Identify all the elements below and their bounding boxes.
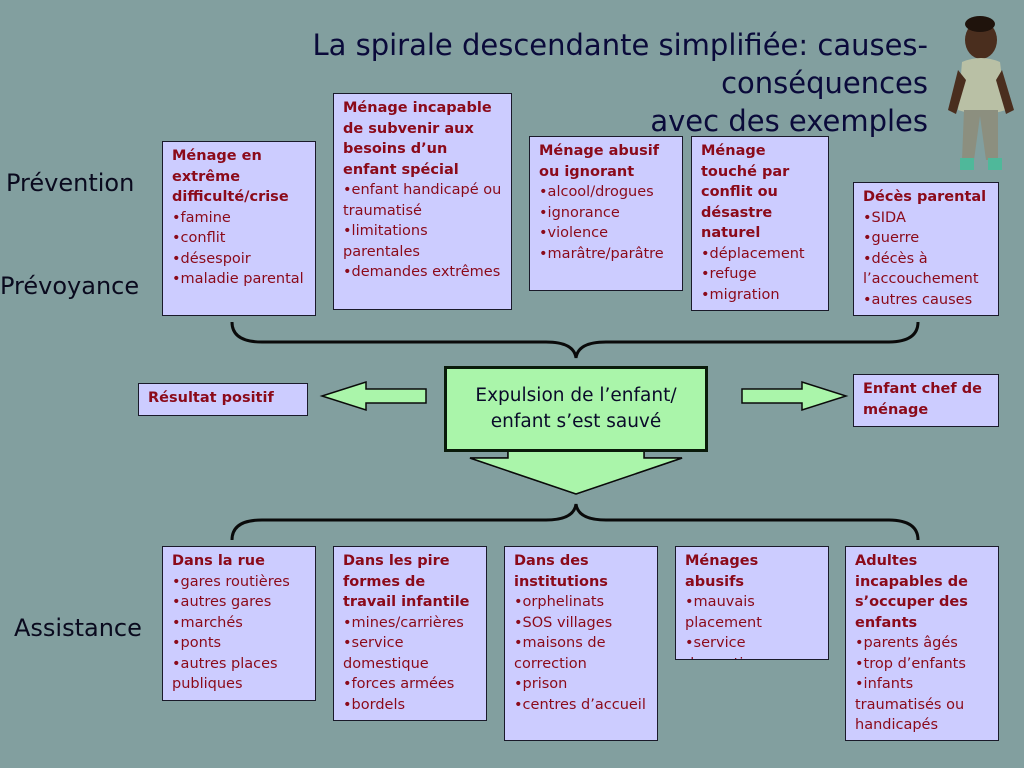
down-arrow-shape <box>469 449 683 495</box>
cause-item: •alcool/drogues <box>539 184 654 200</box>
cause-heading: Décès parental <box>863 189 987 205</box>
cause-item: •désespoir <box>172 250 251 267</box>
outcome-item: •maisons de correction <box>514 635 606 672</box>
result-child-head-box: Enfant chef de ménage <box>853 374 999 427</box>
outcome-item: •marchés <box>172 614 243 631</box>
outcome-item: •SOS villages <box>514 614 613 631</box>
outcome-item: •service domestique <box>685 635 771 659</box>
outcome-item: •mauvais placement <box>685 594 762 631</box>
result-positive-box: Résultat positif <box>138 383 308 416</box>
cause-item: •demandes extrêmes <box>343 264 501 280</box>
outcome-item: •autres gares <box>172 594 272 610</box>
cause-item: •violence <box>539 225 609 241</box>
outcome-box-institutions: Dans des institutions •orphelinats •SOS … <box>504 546 658 741</box>
cause-item: •conflit <box>172 230 226 246</box>
outcome-box-child-labour: Dans les pire formes de travail infantil… <box>333 546 487 721</box>
outcome-heading: Dans la rue <box>172 553 265 569</box>
child-photo <box>948 16 1014 170</box>
outcome-heading: Dans des institutions <box>514 553 608 590</box>
outcome-item: •service domestique <box>343 635 429 672</box>
outcome-box-street: Dans la rue •gares routières •autres gar… <box>162 546 316 701</box>
outcome-heading: Dans les pire formes de travail infantil… <box>343 553 470 610</box>
cause-item: •marâtre/parâtre <box>539 245 664 262</box>
cause-heading: Ménage en extrême difficulté/crise <box>172 148 289 205</box>
label-prevoyance: Prévoyance <box>0 272 140 300</box>
title-line-1: La spirale descendante simplifiée: cause… <box>312 28 928 100</box>
cause-item: •migration <box>701 286 780 303</box>
bottom-brace <box>230 503 920 541</box>
outcome-item: •forces armées <box>343 676 455 692</box>
left-arrow <box>319 380 427 412</box>
outcome-item: •bordels <box>343 696 406 713</box>
result-positive-label: Résultat positif <box>148 390 274 406</box>
cause-item: •limitations parentales <box>343 223 428 260</box>
outcome-item: •centres d’accueil <box>514 696 646 713</box>
cause-item: •SIDA <box>863 209 906 226</box>
center-expulsion-box: Expulsion de l’enfant/ enfant s’est sauv… <box>444 366 708 452</box>
cause-item: •déplacement <box>701 245 805 262</box>
cause-box-parental-death: Décès parental •SIDA •guerre •décès à l’… <box>853 182 999 316</box>
cause-heading: Ménage touché par conflit ou désastre na… <box>701 143 790 241</box>
title-line-2: avec des exemples <box>650 104 928 138</box>
cause-box-conflict: Ménage touché par conflit ou désastre na… <box>691 136 829 311</box>
cause-item: •guerre <box>863 230 920 246</box>
outcome-box-unable-adults: Adultes incapables de s’occuper des enfa… <box>845 546 999 741</box>
outcome-item: •autres places publiques <box>172 655 278 693</box>
result-child-head-label: Enfant chef de ménage <box>863 381 982 418</box>
outcome-heading: Ménages abusifs <box>685 553 759 590</box>
slide-title: La spirale descendante simplifiée: cause… <box>108 26 928 140</box>
cause-box-crisis: Ménage en extrême difficulté/crise •fami… <box>162 141 316 316</box>
outcome-item: •orphelinats <box>514 594 605 610</box>
cause-item: •enfant handicapé ou traumatisé <box>343 182 502 219</box>
label-prevention: Prévention <box>6 169 135 197</box>
cause-item: •maladie parental <box>172 271 304 287</box>
outcome-box-abusive-homes: Ménages abusifs •mauvais placement •serv… <box>675 546 829 660</box>
cause-item: •autres causes <box>863 291 973 308</box>
cause-item: •refuge <box>701 266 757 282</box>
cause-box-special-needs: Ménage incapable de subvenir aux besoins… <box>333 93 512 310</box>
cause-heading: Ménage incapable de subvenir aux besoins… <box>343 100 492 178</box>
cause-item: •décès à l’accouchement <box>863 250 979 288</box>
center-line-1: Expulsion de l’enfant/ <box>475 385 677 406</box>
label-assistance: Assistance <box>14 614 142 642</box>
cause-heading: Ménage abusif ou ignorant <box>539 143 660 180</box>
right-arrow <box>741 380 849 412</box>
outcome-item: •gares routières <box>172 573 290 590</box>
center-line-2: enfant s’est sauvé <box>490 411 662 432</box>
outcome-item: •prison <box>514 676 568 692</box>
outcome-heading: Adultes incapables de s’occuper des enfa… <box>855 553 968 631</box>
cause-item: •famine <box>172 209 231 226</box>
outcome-item: •ponts <box>172 635 222 651</box>
cause-item: •ignorance <box>539 204 620 221</box>
outcome-item: •mines/carrières <box>343 614 464 631</box>
top-brace <box>230 321 920 359</box>
outcome-item: •trop d’enfants <box>855 655 966 672</box>
outcome-item: •parents âgés <box>855 635 958 651</box>
outcome-item: •infants traumatisés ou handicapés <box>855 676 965 733</box>
cause-box-abusive: Ménage abusif ou ignorant •alcool/drogue… <box>529 136 683 291</box>
